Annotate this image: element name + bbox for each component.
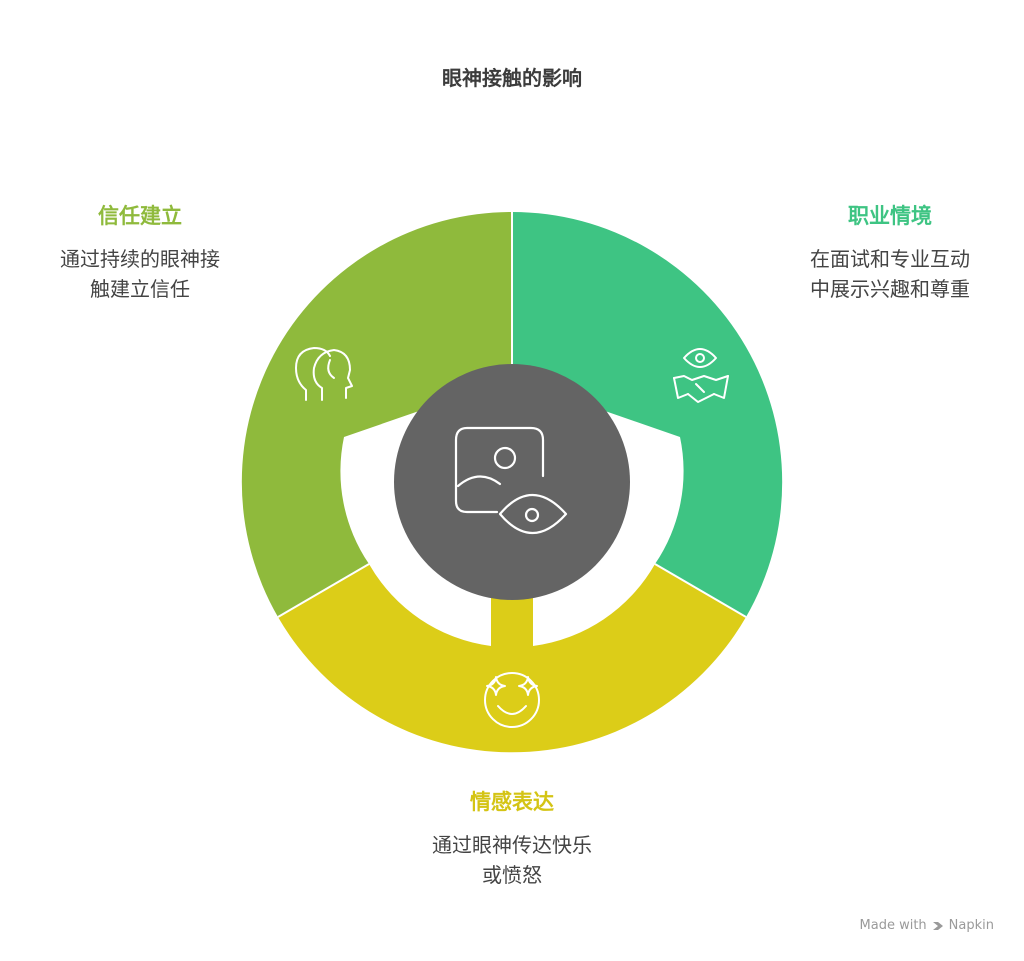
center-circle [394,364,630,600]
segment-emotion[interactable] [278,564,746,753]
napkin-watermark: Made with Napkin [860,918,994,933]
watermark-prefix: Made with [859,918,927,933]
segment-trust[interactable] [241,211,512,617]
desc-professional: 在面试和专业互动 中展示兴趣和尊重 [810,247,970,301]
photo-eye-icon [454,426,568,535]
heading-professional: 职业情境 [848,204,932,228]
desc-trust: 通过持续的眼神接 触建立信任 [60,247,220,301]
napkin-logo-icon [932,921,943,930]
segment-professional[interactable] [512,211,783,617]
eye-handshake-icon [673,348,729,403]
heading-emotion: 情感表达 [470,790,554,814]
page-title: 眼神接触的影响 [442,66,582,90]
sparkle-smile-icon [484,672,540,728]
watermark-brand: Napkin [948,918,994,933]
two-faces-icon [295,347,353,401]
block-trust: 信任建立 通过持续的眼神接 触建立信任 [20,200,260,304]
heading-trust: 信任建立 [98,204,182,228]
block-professional: 职业情境 在面试和专业互动 中展示兴趣和尊重 [770,200,1010,304]
desc-emotion: 通过眼神传达快乐 或愤怒 [432,833,592,887]
block-emotion: 情感表达 通过眼神传达快乐 或愤怒 [362,786,662,890]
